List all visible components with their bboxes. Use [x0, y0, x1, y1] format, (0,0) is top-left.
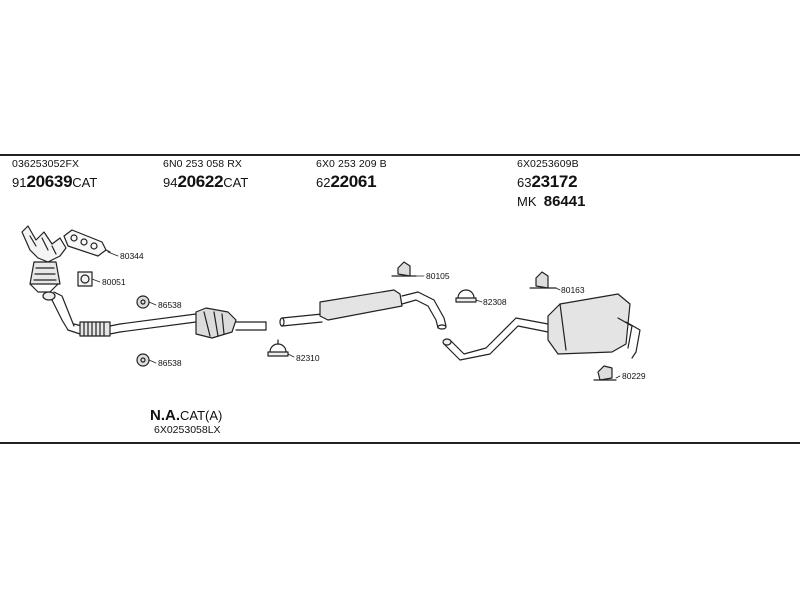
part-number-3: 6222061 — [316, 172, 377, 191]
callout-86538-lower: 86538 — [158, 358, 182, 368]
part-header-3: 6X0 253 209 B 6222061 — [316, 158, 387, 192]
pipe-clamp-82308 — [455, 289, 477, 303]
hanger-80105 — [391, 261, 417, 277]
part-header-4: 6X0253609B 6323172 MK 86441 — [517, 158, 585, 210]
callout-80105: 80105 — [426, 271, 450, 281]
callout-80344: 80344 — [120, 251, 144, 261]
rubber-mount-lower — [136, 353, 150, 367]
callout-82308: 82308 — [483, 297, 507, 307]
exhaust-manifold — [21, 225, 67, 293]
middle-silencer — [279, 289, 447, 330]
top-divider — [0, 154, 800, 156]
catalytic-converter — [195, 307, 267, 339]
callout-80051: 80051 — [102, 277, 126, 287]
flange-gasket — [77, 271, 93, 287]
pipe-clamp-82310 — [267, 339, 289, 357]
hanger-80229 — [593, 365, 617, 381]
part-number-4: 6323172 — [517, 172, 578, 191]
oem-code-3: 6X0 253 209 B — [316, 158, 387, 170]
mounting-kit-number: MK 86441 — [517, 193, 586, 210]
callout-86538-upper: 86538 — [158, 300, 182, 310]
part-header-1: 036253052FX 9120639CAT — [12, 158, 97, 192]
kit-code: 6X0253058LX — [154, 424, 221, 436]
part-header-2: 6N0 253 058 RX 9420622CAT — [163, 158, 248, 192]
manifold-gasket — [63, 229, 111, 257]
part-number-1: 9120639CAT — [12, 172, 98, 191]
callout-80163: 80163 — [561, 285, 585, 295]
kit-label: N.A.CAT(A) 6X0253058LX — [150, 407, 222, 436]
hanger-80163 — [529, 271, 557, 289]
rear-silencer — [442, 293, 641, 361]
oem-code-4: 6X0253609B — [517, 158, 579, 170]
callout-80229: 80229 — [622, 371, 646, 381]
part-number-2: 9420622CAT — [163, 172, 249, 191]
front-pipe — [42, 291, 197, 337]
bottom-divider — [0, 442, 800, 444]
kit-type: N.A.CAT(A) — [150, 407, 223, 424]
leader-lines — [91, 251, 621, 379]
callout-82310: 82310 — [296, 353, 320, 363]
oem-code-2: 6N0 253 058 RX — [163, 158, 243, 170]
rubber-mount-upper — [136, 295, 150, 309]
oem-code-1: 036253052FX — [12, 158, 80, 170]
